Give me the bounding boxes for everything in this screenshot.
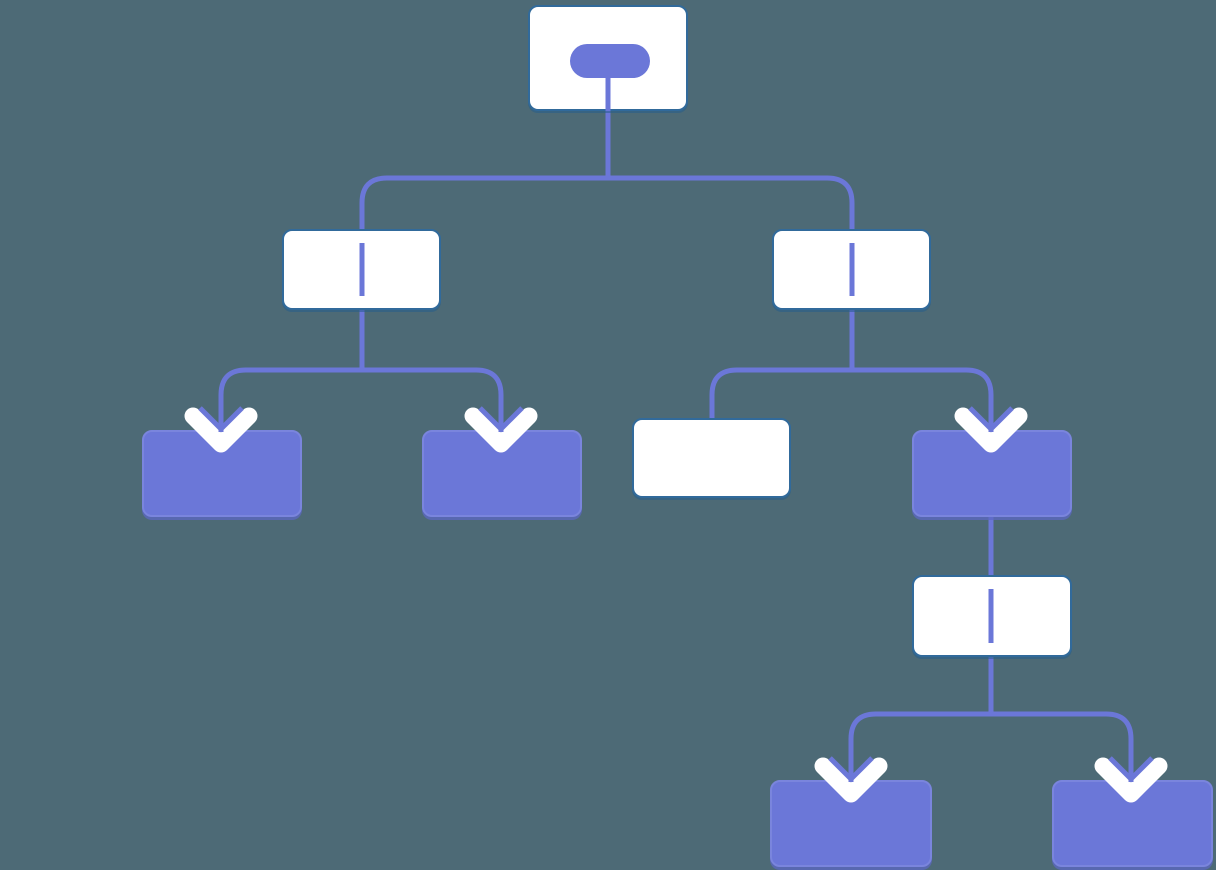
level3-leaf-b[interactable] <box>422 430 582 517</box>
level2-left-node[interactable] <box>282 229 441 310</box>
root-node-badge <box>570 44 650 78</box>
root-node[interactable] <box>528 5 688 111</box>
level2-right-node[interactable] <box>772 229 931 310</box>
level3-branch-node[interactable] <box>912 430 1072 517</box>
level5-leaf-right[interactable] <box>1052 780 1213 867</box>
level3-leaf-a[interactable] <box>142 430 302 517</box>
level4-white-node[interactable] <box>912 575 1072 657</box>
level3-white-node[interactable] <box>632 418 791 498</box>
level5-leaf-left[interactable] <box>770 780 932 867</box>
